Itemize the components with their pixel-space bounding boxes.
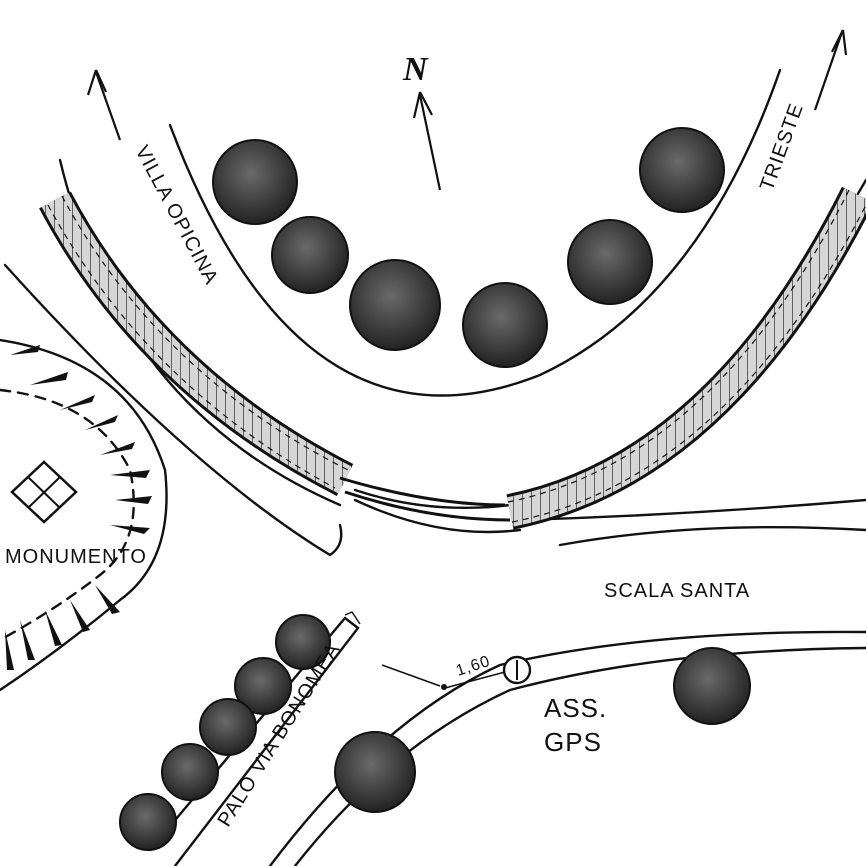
north-arrow-icon: N (402, 51, 442, 191)
tree-icon (161, 743, 219, 801)
direction-arrow-icon (86, 69, 122, 141)
direction-arrow-icon (813, 29, 848, 111)
tree-icon (275, 614, 331, 670)
road-lines (3, 68, 866, 866)
monument-cross-square-icon (10, 460, 78, 524)
tree-icon (462, 282, 548, 368)
track-junction (339, 476, 511, 522)
trees (119, 127, 751, 851)
scala-santa-label: SCALA SANTA (604, 580, 750, 602)
tree-icon (271, 216, 349, 294)
tree-icon (567, 219, 653, 305)
tree-icon (234, 657, 292, 715)
tree-icon (334, 731, 416, 813)
tree-icon (349, 259, 441, 351)
tree-icon (199, 698, 257, 756)
ass-label: ASS. (544, 693, 607, 723)
gps-circle-icon (502, 655, 532, 685)
tree-icon (673, 647, 751, 725)
tree-icon (119, 793, 177, 851)
tram-track-left (39, 191, 354, 497)
tree-icon (212, 139, 298, 225)
north-label: N (402, 51, 429, 88)
gps-label: GPS (544, 727, 602, 757)
distance-marker (381, 664, 506, 690)
distance-label: 1,60 (454, 653, 493, 680)
monument-area (0, 338, 168, 692)
tram-track-right (506, 186, 866, 530)
monumento-label: MONUMENTO (5, 546, 147, 568)
tree-icon (639, 127, 725, 213)
